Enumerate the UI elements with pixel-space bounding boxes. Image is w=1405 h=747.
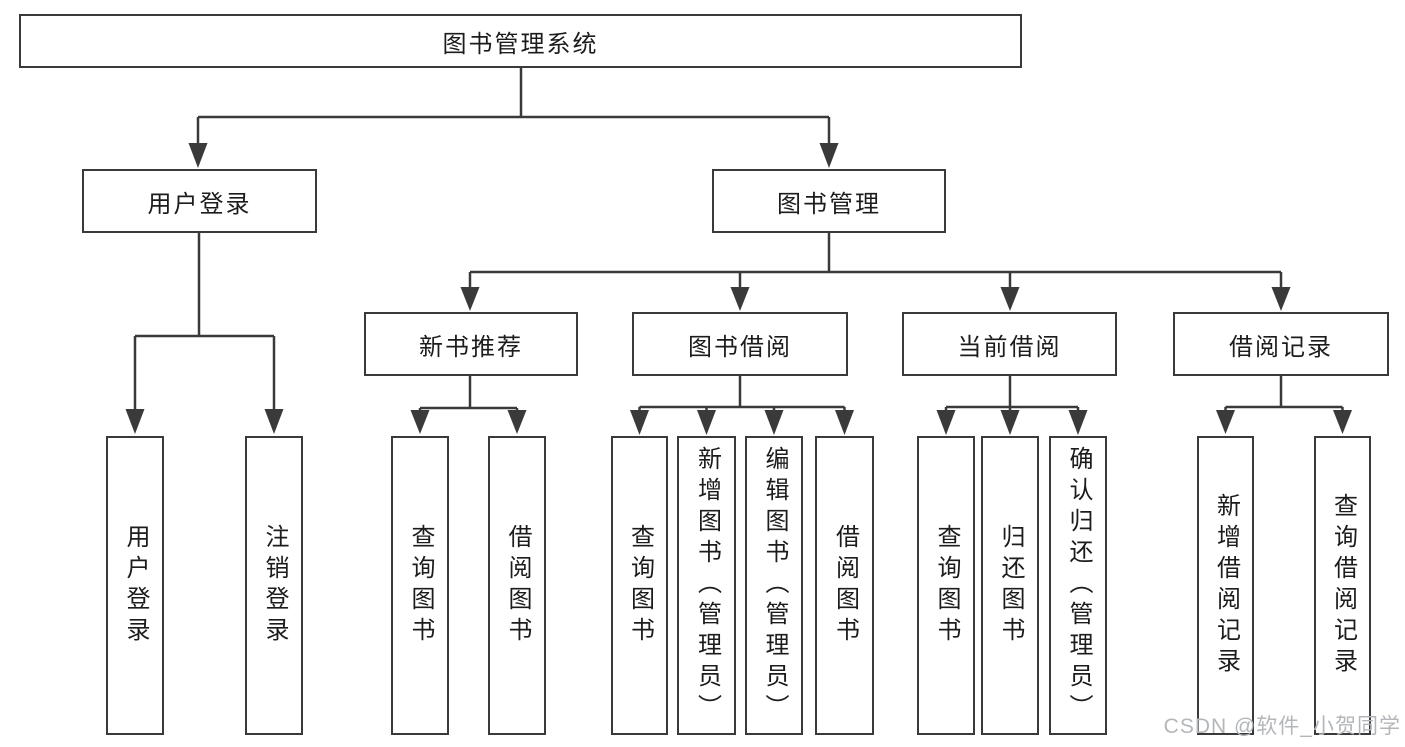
node-book-borrowing: 图书借阅 — [632, 312, 848, 376]
connector-records-to-children — [1216, 376, 1352, 434]
node-root-system: 图书管理系统 — [19, 14, 1022, 68]
leaf-records-add-record-label: 新增借阅记录 — [1212, 492, 1240, 679]
node-new-book-recommend: 新书推荐 — [364, 312, 578, 376]
node-user-login-label: 用户登录 — [147, 190, 252, 218]
leaf-borrowing-add-books-admin: 新增图书（管理员） — [677, 436, 736, 735]
leaf-borrowing-add-books-admin-label: 新增图书（管理员） — [693, 446, 721, 725]
leaf-logout: 注销登录 — [245, 436, 303, 735]
node-borrow-records: 借阅记录 — [1173, 312, 1389, 376]
leaf-records-query-record: 查询借阅记录 — [1314, 436, 1371, 735]
leaf-newbook-borrow-books-label: 借阅图书 — [504, 523, 531, 648]
node-new-book-recommend-label: 新书推荐 — [419, 333, 523, 361]
leaf-borrowing-query-books-label: 查询图书 — [626, 523, 654, 648]
node-current-borrowing-label: 当前借阅 — [957, 333, 1062, 361]
node-borrow-records-label: 借阅记录 — [1229, 333, 1333, 361]
node-book-borrowing-label: 图书借阅 — [688, 333, 792, 361]
csdn-watermark: CSDN @软件_小贺同学 — [1163, 715, 1401, 738]
leaf-newbook-query-books: 查询图书 — [391, 436, 449, 735]
leaf-current-query-books-label: 查询图书 — [933, 523, 960, 648]
leaf-current-confirm-return-admin: 确认归还（管理员） — [1049, 436, 1107, 735]
leaf-borrowing-edit-books-admin-label: 编辑图书（管理员） — [761, 446, 788, 725]
leaf-current-confirm-return-admin-label: 确认归还（管理员） — [1065, 446, 1092, 725]
connector-login-to-children — [125, 233, 284, 434]
leaf-borrowing-query-books: 查询图书 — [611, 436, 668, 735]
connector-manage-to-sections — [460, 233, 1291, 311]
leaf-logout-label: 注销登录 — [261, 523, 288, 648]
leaf-current-return-books: 归还图书 — [981, 436, 1039, 735]
leaf-newbook-query-books-label: 查询图书 — [407, 523, 434, 648]
leaf-user-login-label: 用户登录 — [122, 523, 149, 648]
leaf-current-return-books-label: 归还图书 — [997, 523, 1024, 648]
connector-root-to-level1 — [188, 68, 839, 168]
leaf-borrowing-borrow-books: 借阅图书 — [815, 436, 874, 735]
leaf-borrowing-borrow-books-label: 借阅图书 — [831, 523, 859, 648]
connector-borrowing-to-children — [630, 376, 854, 435]
node-user-login: 用户登录 — [82, 169, 317, 233]
leaf-newbook-borrow-books: 借阅图书 — [488, 436, 546, 735]
leaf-records-add-record: 新增借阅记录 — [1197, 436, 1254, 735]
connector-newbooks-to-children — [410, 376, 527, 434]
leaf-user-login: 用户登录 — [106, 436, 164, 735]
node-current-borrowing: 当前借阅 — [902, 312, 1117, 376]
node-book-management: 图书管理 — [712, 169, 946, 233]
node-book-management-label: 图书管理 — [777, 190, 881, 218]
node-root-label: 图书管理系统 — [442, 30, 599, 58]
leaf-current-query-books: 查询图书 — [917, 436, 975, 735]
leaf-borrowing-edit-books-admin: 编辑图书（管理员） — [745, 436, 803, 735]
connector-current-to-children — [936, 376, 1088, 435]
leaf-records-query-record-label: 查询借阅记录 — [1329, 492, 1357, 679]
